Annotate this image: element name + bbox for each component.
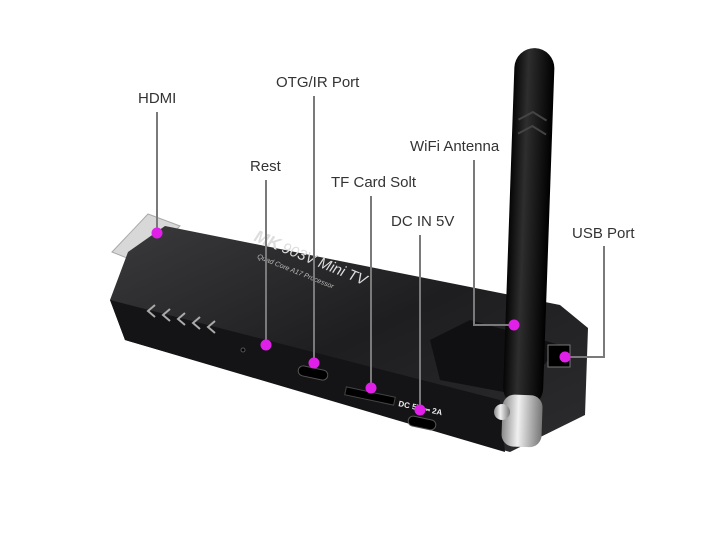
label-wifi-antenna: WiFi Antenna: [410, 138, 500, 155]
label-rest: Rest: [250, 158, 282, 175]
marker-dots: [151, 227, 571, 416]
marker-dot-hdmi: [151, 227, 163, 239]
label-dc-in: DC IN 5V: [391, 213, 454, 230]
marker-dot-dc: [414, 404, 426, 416]
label-hdmi: HDMI: [138, 90, 176, 107]
marker-dot-otg: [308, 357, 320, 369]
marker-dot-antenna: [508, 319, 520, 331]
label-usb-port: USB Port: [572, 225, 635, 242]
label-tf-card-slot: TF Card Solt: [331, 174, 417, 191]
reset-hole: [240, 347, 246, 353]
dc-port: [407, 415, 437, 431]
label-otg-ir-port: OTG/IR Port: [276, 74, 360, 91]
marker-dot-rest: [260, 339, 272, 351]
leader-lines: [156, 96, 605, 410]
marker-dot-tf: [365, 382, 377, 394]
antenna-hinge: [494, 404, 510, 420]
vent-icon: [146, 304, 216, 334]
marker-dot-usb: [559, 351, 571, 363]
wifi-antenna: [501, 48, 555, 448]
